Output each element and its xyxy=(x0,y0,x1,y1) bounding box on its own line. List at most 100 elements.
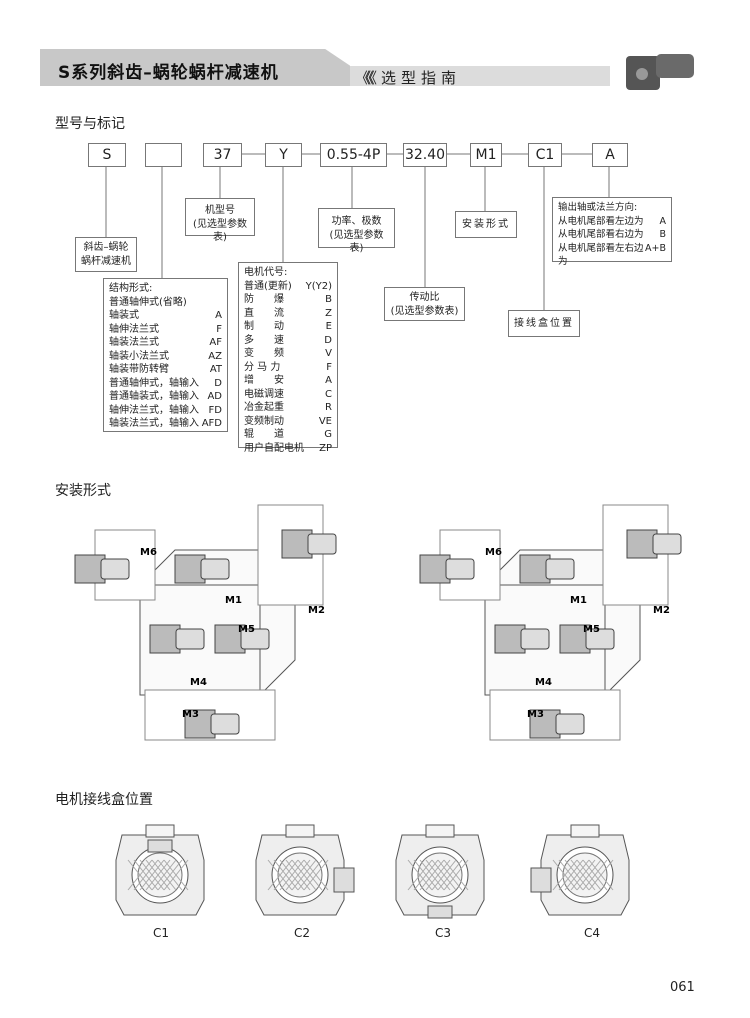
terminal-label-c4: C4 xyxy=(584,926,601,940)
mounting-label-m2: M2 xyxy=(653,605,670,616)
code-terminal: C1 xyxy=(528,143,562,167)
code-value: B xyxy=(325,294,332,305)
terminal-box: 接线盒位置 xyxy=(508,310,580,337)
motor-icon xyxy=(175,628,205,650)
item-label: 变 频 xyxy=(244,348,284,359)
code-value: A xyxy=(325,375,332,386)
gearbox-icon xyxy=(559,624,591,654)
text: 机型号 xyxy=(205,205,235,216)
motor-icon xyxy=(445,558,475,580)
terminal-diagram-c4 xyxy=(530,824,630,916)
gearbox-icon xyxy=(519,554,551,584)
item-label: 多 速 xyxy=(244,334,284,346)
item-label: 轴装带防转臂 xyxy=(109,364,169,375)
item-label: 从电机尾部看左边为 xyxy=(558,215,644,227)
mounting-label-m5: M5 xyxy=(583,624,600,635)
mounting-label-m1: M1 xyxy=(225,595,242,606)
code-output: A xyxy=(592,143,628,167)
code-value: Y(Y2) xyxy=(305,280,332,292)
item-label: 直 流 xyxy=(244,307,284,319)
item-label: 从电机尾部看左右边为 xyxy=(558,242,644,268)
terminal-diagrams xyxy=(115,824,630,919)
gearbox-icon xyxy=(626,529,658,559)
item-label: 轴装式 xyxy=(109,310,139,321)
motor-icon xyxy=(520,628,550,650)
code-value: AF xyxy=(209,337,222,348)
item-label: 防 爆 xyxy=(244,294,284,305)
motor-icon xyxy=(652,533,682,555)
motor-icon xyxy=(100,558,130,580)
text: 斜齿–蜗轮 xyxy=(83,242,129,253)
text: (见选型参数表) xyxy=(193,218,247,244)
code-value: ZP xyxy=(319,442,332,454)
code-frame: 37 xyxy=(203,143,242,167)
mounting-label-m5: M5 xyxy=(238,624,255,635)
mounting-label-m6: M6 xyxy=(140,547,157,558)
code-value: E xyxy=(325,321,332,332)
code-value: FD xyxy=(208,404,222,416)
code-value: A xyxy=(215,310,222,321)
list-item: 从电机尾部看右边为 B xyxy=(558,228,666,242)
page-subtitle: 《《《选型指南 xyxy=(355,69,462,87)
list-item: 普通(更新) Y(Y2) xyxy=(244,280,332,294)
item-label: 增 安 xyxy=(244,375,284,386)
mounting-heading: 安装形式 xyxy=(55,483,111,499)
code-power: 0.55-4P xyxy=(320,143,387,167)
gearbox-icon xyxy=(174,554,206,584)
chevron-icon: 《《《 xyxy=(355,69,377,87)
code-series: S xyxy=(88,143,126,167)
structure-title: 结构形式: xyxy=(109,283,153,294)
terminal-label-c1: C1 xyxy=(153,926,170,940)
code-mounting: M1 xyxy=(470,143,502,167)
item-label: 轴装小法兰式 xyxy=(109,350,169,362)
item-label: 冶金起重 xyxy=(244,402,284,413)
code-value: A+B xyxy=(645,242,666,254)
code-value: D xyxy=(214,377,222,389)
mounting-label-m3: M3 xyxy=(527,709,544,720)
text: (见选型参数表) xyxy=(390,305,459,317)
gearbox-icon xyxy=(74,554,106,584)
item-label: 普通(更新) xyxy=(244,280,292,292)
item-label: 变频制动 xyxy=(244,415,284,427)
list-item: 普通轴伸式(省略) xyxy=(109,296,222,310)
ratio-box: 传动比(见选型参数表) xyxy=(384,287,465,321)
code-ratio: 32.40 xyxy=(403,143,447,167)
item-label: 分 马 力 xyxy=(244,361,281,373)
mounting-label-m2: M2 xyxy=(308,605,325,616)
item-label: 电磁调速 xyxy=(244,388,284,400)
terminal-box-icon xyxy=(147,839,173,853)
code-value: G xyxy=(324,429,332,440)
code-value: B xyxy=(659,229,666,240)
item-label: 轴伸法兰式 xyxy=(109,323,159,335)
code-value: C xyxy=(325,388,332,400)
item-label: 普通轴伸式，轴输入 xyxy=(109,377,199,389)
item-label: 从电机尾部看右边为 xyxy=(558,229,644,240)
output-title: 输出轴或法兰方向: xyxy=(558,202,638,213)
motor-icon xyxy=(200,558,230,580)
gearbox-icon xyxy=(494,624,526,654)
code-value: AD xyxy=(207,391,222,402)
terminal-diagram-c2 xyxy=(255,824,355,916)
item-label: 用户自配电机 xyxy=(244,442,304,454)
code-structure xyxy=(145,143,182,167)
terminal-box-icon xyxy=(333,867,355,893)
header-tab xyxy=(40,49,350,86)
item-label: 辊 道 xyxy=(244,429,284,440)
motor-title: 电机代号: xyxy=(244,267,288,278)
code-motor: Y xyxy=(265,143,302,167)
mounting-label-m1: M1 xyxy=(570,595,587,606)
